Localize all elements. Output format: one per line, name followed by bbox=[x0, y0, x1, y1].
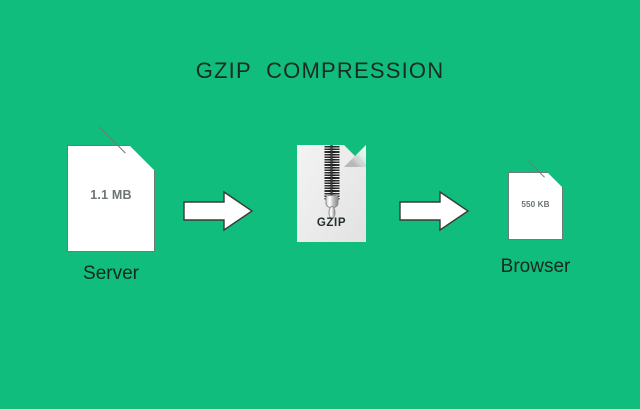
gzip-label: GZIP bbox=[316, 217, 347, 229]
zipper-pull-tab bbox=[328, 206, 336, 219]
document-icon: 1.1 MB bbox=[67, 126, 156, 252]
server-node: 1.1 MB Server bbox=[67, 126, 156, 284]
server-caption: Server bbox=[83, 263, 139, 284]
page-fold-edge-icon bbox=[98, 126, 126, 154]
browser-node: 550 KB Browser bbox=[501, 160, 570, 277]
arrow-right-icon-2 bbox=[398, 190, 470, 232]
gzip-node: GZIP bbox=[297, 145, 366, 242]
server-file-size: 1.1 MB bbox=[90, 188, 132, 202]
page-fold-icon bbox=[129, 144, 156, 171]
browser-file-size: 550 KB bbox=[521, 200, 550, 209]
arrow-right-icon-1 bbox=[182, 190, 254, 232]
page-fold-edge-icon bbox=[527, 160, 545, 178]
browser-caption: Browser bbox=[500, 256, 571, 277]
zipper-center-track bbox=[330, 145, 333, 200]
document-icon: 550 KB bbox=[508, 160, 564, 240]
page-title: GZIP COMPRESSION bbox=[195, 58, 445, 83]
zipper-icon bbox=[324, 145, 339, 219]
page-fold-icon bbox=[547, 171, 564, 188]
zip-file-icon: GZIP bbox=[297, 145, 366, 242]
